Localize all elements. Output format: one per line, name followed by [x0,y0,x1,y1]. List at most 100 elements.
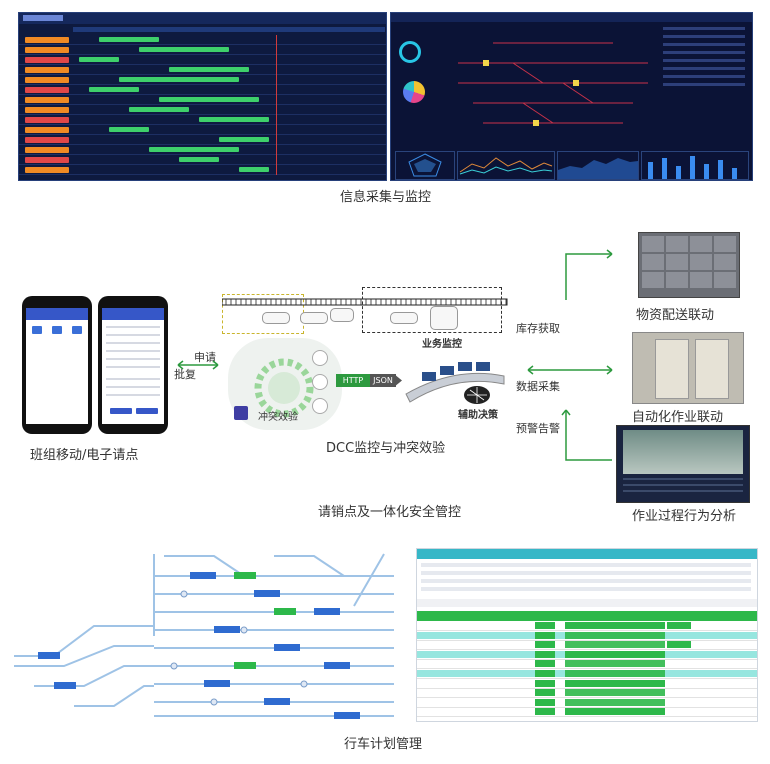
http-label: HTTP [336,374,370,387]
table-row[interactable] [417,631,757,641]
electrical-cabinet-icon [632,332,744,404]
track-node [300,312,328,324]
railway-track [222,298,508,306]
table-row[interactable] [417,688,757,699]
table-window-title [417,549,757,559]
table-row[interactable] [417,679,757,689]
gantt-bar [129,107,189,112]
timeline-header [73,27,385,32]
table-header [417,611,757,621]
submit-button[interactable] [110,408,132,414]
phone-left [22,296,92,434]
track-node [262,312,290,324]
gantt-bar [149,147,239,152]
caption-mobile: 班组移动/电子请点 [30,448,139,463]
gantt-bar [159,97,259,102]
gantt-row-label [25,127,69,133]
reply-label: 批复 [174,368,196,381]
dashboard-header [19,13,386,24]
gantt-bar [199,117,269,122]
gantt-bar [169,67,249,72]
track-layout-diagram [14,553,394,719]
inventory-label: 库存获取 [516,322,560,335]
module-node [312,398,328,414]
gantt-bar [239,167,269,172]
pie-gauge-icon [403,81,425,103]
gantt-bar [89,87,139,92]
gantt-row-divider [19,124,386,125]
caption-dcc: DCC监控与冲突效验 [326,441,446,456]
caption-behavior: 作业过程行为分析 [632,509,737,524]
table-row[interactable] [417,621,757,631]
table-row[interactable] [417,650,757,660]
track-topology-diagram [458,42,648,126]
gantt-bar [219,137,269,142]
line-trend-panel [457,151,555,180]
caption-overall: 请销点及一体化安全管控 [318,505,462,520]
gantt-row-divider [19,114,386,115]
arrow-right-icon [394,374,402,387]
status-list [663,27,745,147]
gantt-row-label [25,157,69,163]
gantt-bar [109,127,149,132]
gantt-row-label [25,57,69,63]
ring-gauge-icon [399,41,421,63]
track-node [390,312,418,324]
gantt-dashboard-screenshot [18,12,387,181]
gantt-chart-area [19,35,386,175]
gantt-row-label [25,147,69,153]
gantt-row-divider [19,154,386,155]
gantt-row-divider [19,144,386,145]
warning-label: 预警告警 [516,422,560,435]
plan-table-screenshot [416,548,758,722]
caption-info: 信息采集与监控 [340,190,432,205]
gantt-row-label [25,67,69,73]
aux-decision-label: 辅助决策 [458,410,498,421]
gantt-bar [79,57,119,62]
app-header-bar [26,308,88,320]
app-tile-icon[interactable] [72,326,82,334]
apply-label: 申请 [194,351,216,364]
gantt-row-label [25,77,69,83]
gear-icon [254,358,314,418]
table-row[interactable] [417,640,757,651]
app-header-bar [102,308,164,320]
gantt-row-divider [19,54,386,55]
shield-check-icon [234,406,248,420]
gantt-row-divider [19,94,386,95]
app-tile-icon[interactable] [32,326,42,334]
current-time-line [276,35,277,175]
gantt-row-label [25,137,69,143]
gantt-row-divider [19,74,386,75]
bar-panel [641,151,749,180]
gantt-row-divider [19,64,386,65]
gantt-row-divider [19,174,386,175]
locker-cabinet-icon [638,232,740,298]
gantt-row-label [25,37,69,43]
gantt-row-divider [19,84,386,85]
track-node [330,308,354,322]
table-row[interactable] [417,698,757,708]
gantt-row-label [25,117,69,123]
table-row[interactable] [417,707,757,718]
module-node [312,350,328,366]
table-body [417,621,757,719]
business-monitor-label: 业务监控 [422,339,462,350]
gantt-row-label [25,47,69,53]
gantt-row-divider [19,104,386,105]
gantt-row-divider [19,44,386,45]
gantt-row-label [25,97,69,103]
gantt-row-label [25,167,69,173]
cctv-monitor-icon [616,425,750,503]
caption-material: 物资配送联动 [636,308,715,323]
json-label: JSON [370,374,396,387]
counter-readout [397,25,437,39]
cancel-button[interactable] [136,408,158,414]
caption-automation: 自动化作业联动 [632,410,724,425]
app-tile-icon[interactable] [52,326,62,334]
monitor-zone-box [362,287,502,333]
table-row[interactable] [417,659,757,670]
area-trend-panel [557,151,639,180]
module-node [312,374,328,390]
table-row[interactable] [417,669,757,679]
